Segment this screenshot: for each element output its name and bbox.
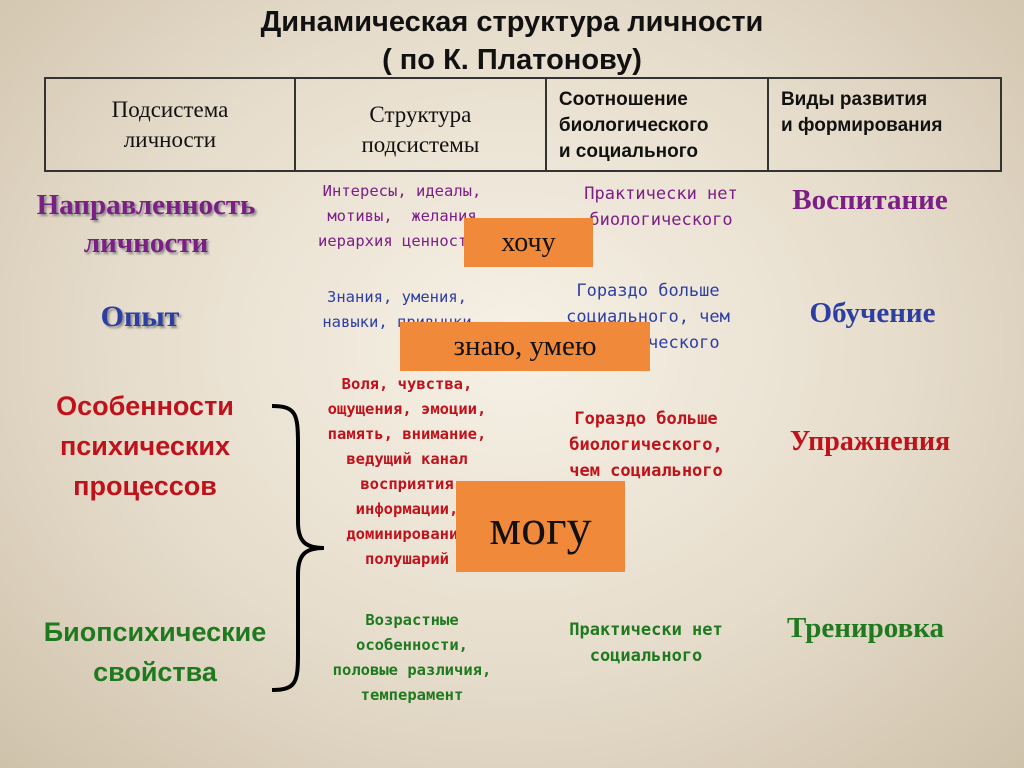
row3-ratio: Гораздо больше биологического, чем социа… <box>569 409 723 481</box>
row2-subsystem: Опыт <box>100 300 180 333</box>
header-table: Подсистема личности Структура подсистемы… <box>44 77 1002 172</box>
row4-development: Тренировка <box>787 612 944 644</box>
header-ratio: Соотношение биологического и социального <box>547 79 769 170</box>
page-title-line1: Динамическая структура личности <box>260 6 764 38</box>
row4-subsystem: Биопсихические свойства <box>43 617 267 687</box>
row2-development: Обучение <box>809 297 936 329</box>
can-box: могу <box>456 481 625 572</box>
header-structure: Структура подсистемы <box>296 79 547 170</box>
row3-development: Упражнения <box>789 426 951 457</box>
row1-development: Воспитание <box>792 184 948 216</box>
row3-subsystem: Особенности психических процессов <box>56 391 234 501</box>
header-subsystem: Подсистема личности <box>46 79 296 170</box>
row4-ratio: Практически нет социального <box>569 620 723 666</box>
header-development: Виды развития и формирования <box>780 89 943 136</box>
want-box: хочу <box>464 218 593 267</box>
row1-ratio: Практически нет биологического <box>584 184 738 230</box>
page-title-line2: ( по К. Платонову) <box>382 44 642 76</box>
row1-subsystem: Направленность личности <box>36 189 256 259</box>
curly-brace <box>271 404 325 692</box>
row4-structure: Возрастные особенности, половые различия… <box>332 611 492 704</box>
know-box: знаю, умею <box>400 322 650 371</box>
row3-structure: Воля, чувства, ощущения, эмоции, память,… <box>327 375 487 568</box>
